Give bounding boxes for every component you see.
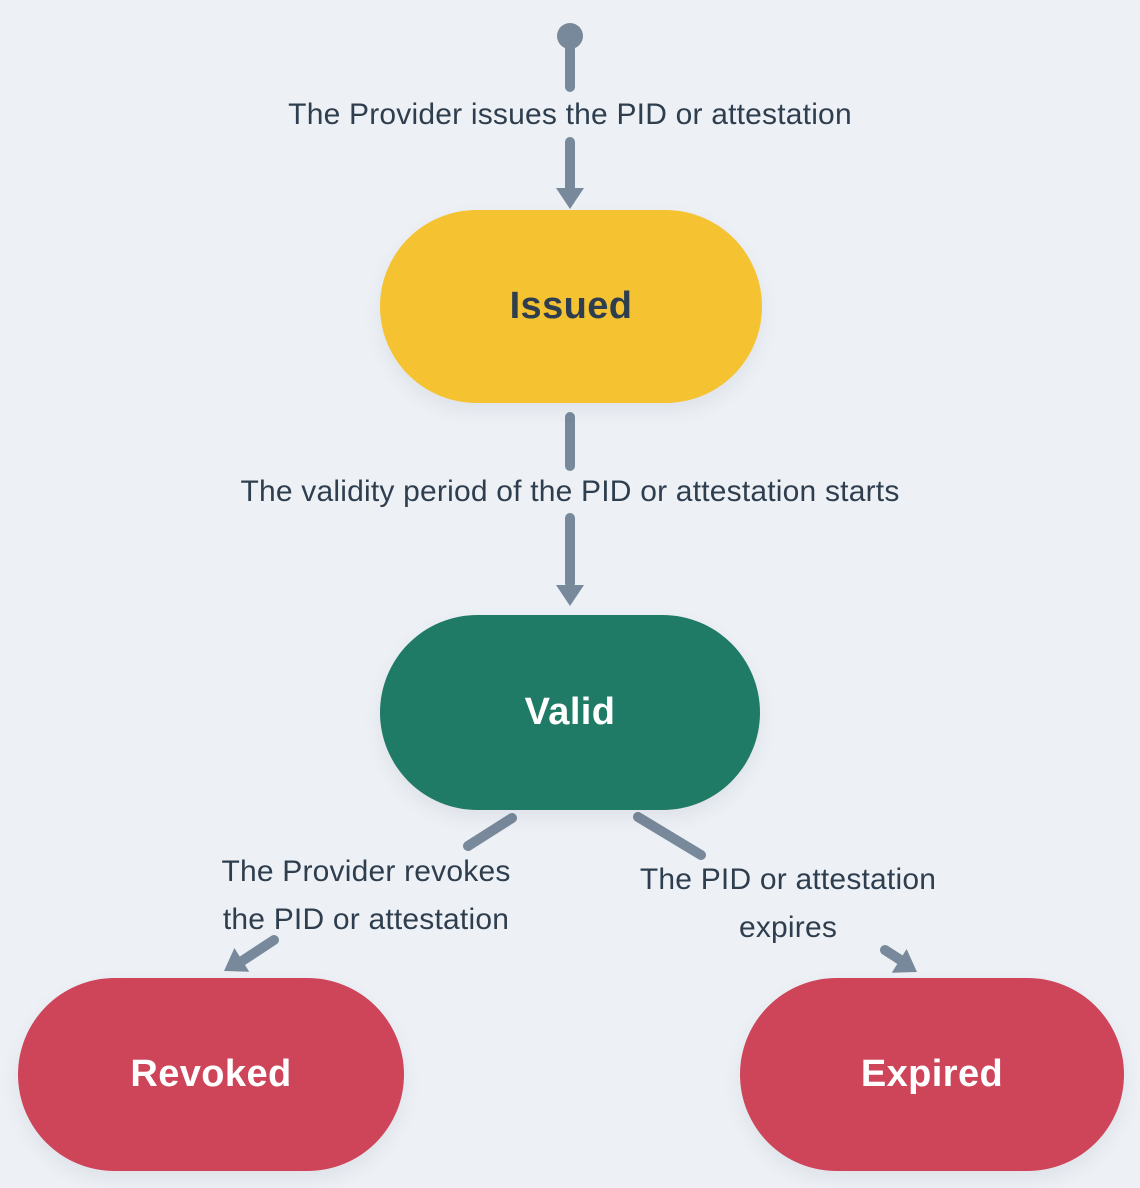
edge-label-validity-starts: The validity period of the PID or attest… bbox=[240, 475, 900, 508]
arrow-start-to-issued bbox=[556, 137, 584, 209]
state-node-issued-label: Issued bbox=[509, 285, 633, 327]
arrow-valid-to-revoked bbox=[224, 813, 517, 972]
edge-label-expire: The PID or attestation expires bbox=[639, 863, 937, 944]
arrow-valid-to-expired bbox=[633, 812, 917, 973]
edge-label-issue: The Provider issues the PID or attestati… bbox=[288, 98, 852, 131]
state-node-expired-label: Expired bbox=[860, 1053, 1004, 1095]
start-node-icon bbox=[557, 23, 583, 92]
state-node-valid-label: Valid bbox=[524, 691, 616, 733]
edge-label-revoke: The Provider revokes the PID or attestat… bbox=[221, 855, 511, 936]
arrow-issued-to-valid bbox=[556, 412, 584, 606]
state-node-issued: Issued bbox=[380, 210, 762, 403]
state-node-valid: Valid bbox=[380, 615, 760, 810]
state-node-expired: Expired bbox=[740, 978, 1124, 1171]
state-node-revoked-label: Revoked bbox=[130, 1053, 292, 1095]
state-node-revoked: Revoked bbox=[18, 978, 404, 1171]
